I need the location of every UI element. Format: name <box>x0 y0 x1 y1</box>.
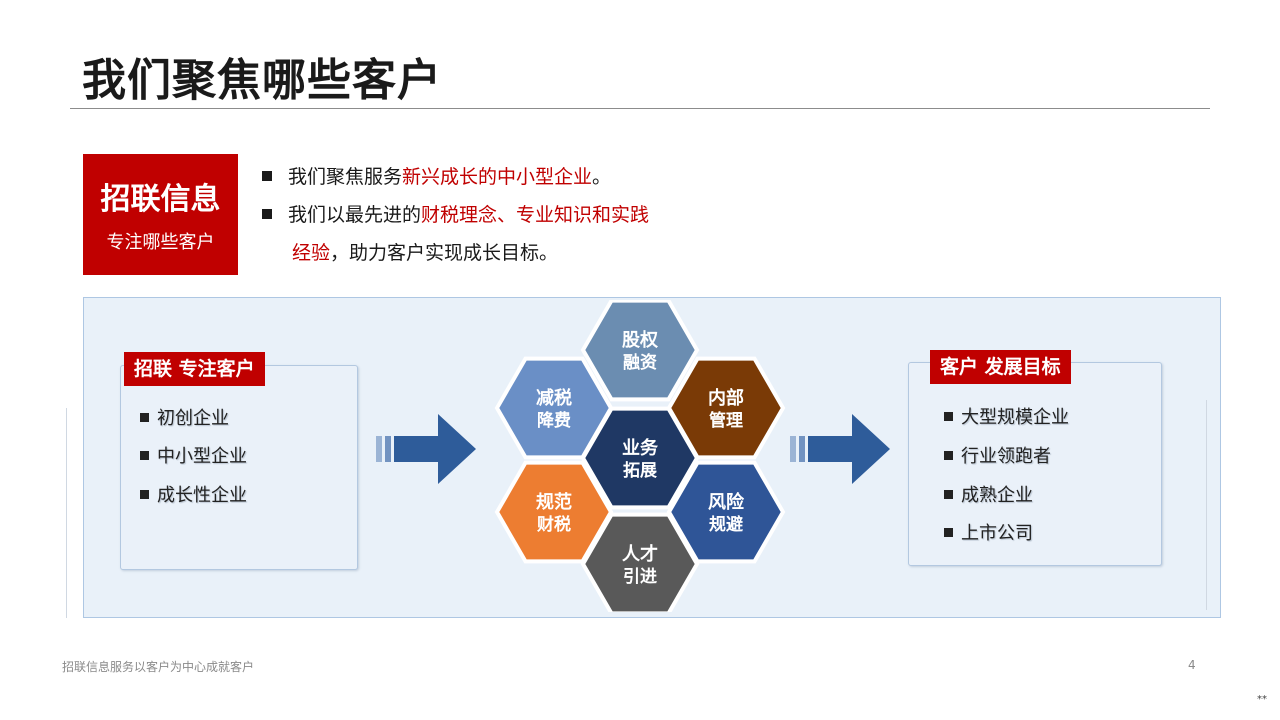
service-hexagon-label: 减税 <box>536 387 572 409</box>
service-hexagon-label: 拓展 <box>623 461 657 481</box>
square-bullet-icon <box>944 490 953 499</box>
left-guide-line <box>66 408 67 618</box>
highlight-text: 经验 <box>292 242 331 264</box>
brand-badge-subtitle: 专注哪些客户 <box>106 232 215 253</box>
growth-goals-label: 客户 发展目标 <box>930 350 1071 384</box>
footer-text: 招联信息服务以客户为中心成就客户 <box>62 660 255 674</box>
square-bullet-icon <box>140 451 149 460</box>
service-hexagon-label: 融资 <box>623 352 657 373</box>
list-item: 中小型企业 <box>140 442 247 468</box>
square-bullet-icon <box>944 412 953 421</box>
list-item: 大型规模企业 <box>944 403 1069 429</box>
bullet-2-continued: 经验，助力客户实现成长目标。 <box>292 242 559 264</box>
intro-bullets: 我们聚焦服务新兴成长的中小型企业。 我们以最先进的财税理念、专业知识和实践 经验… <box>262 158 742 272</box>
list-item: 行业领跑者 <box>944 442 1051 468</box>
service-hexagon-label: 引进 <box>623 567 657 587</box>
square-bullet-icon <box>140 413 149 422</box>
brand-badge-title: 招联信息 <box>100 182 221 217</box>
corner-mark: ** <box>1257 694 1267 705</box>
square-bullet-icon <box>262 171 272 181</box>
bullet-2: 我们以最先进的财税理念、专业知识和实践 <box>262 196 742 234</box>
title-divider <box>70 108 1210 109</box>
service-hexagon-label: 风险 <box>708 491 745 513</box>
bullet-1: 我们聚焦服务新兴成长的中小型企业。 <box>262 158 742 196</box>
highlight-text: 财税理念、专业知识和实践 <box>421 204 650 226</box>
service-hexagon-label: 规范 <box>536 491 572 513</box>
focus-customers-label: 招联 专注客户 <box>124 352 265 386</box>
right-arrow-icon <box>790 414 890 484</box>
list-item: 上市公司 <box>944 519 1033 545</box>
page-number: 4 <box>1188 658 1196 672</box>
square-bullet-icon <box>140 490 149 499</box>
service-hexagon-label: 业务 <box>622 437 659 459</box>
square-bullet-icon <box>944 528 953 537</box>
square-bullet-icon <box>262 209 272 219</box>
service-hexagon-label: 规避 <box>709 514 743 535</box>
focus-customers-box <box>120 365 358 570</box>
list-item: 成熟企业 <box>944 481 1033 507</box>
service-hexagon-label: 人才 <box>622 543 658 565</box>
service-hexagon-label: 降费 <box>537 410 571 431</box>
list-item: 初创企业 <box>140 404 229 430</box>
right-guide-line <box>1206 400 1207 610</box>
service-hexagon-label: 内部 <box>708 387 744 409</box>
list-item: 成长性企业 <box>140 481 247 507</box>
service-hexagon-label: 财税 <box>536 514 571 535</box>
service-hexagon-label: 股权 <box>621 329 659 351</box>
service-hexagon-label: 管理 <box>709 410 743 431</box>
right-arrow-icon <box>376 414 476 484</box>
square-bullet-icon <box>944 451 953 460</box>
brand-badge: 招联信息 专注哪些客户 <box>83 154 238 275</box>
highlight-text: 新兴成长的中小型企业 <box>402 166 593 188</box>
page-title: 我们聚焦哪些客户 <box>82 55 442 106</box>
